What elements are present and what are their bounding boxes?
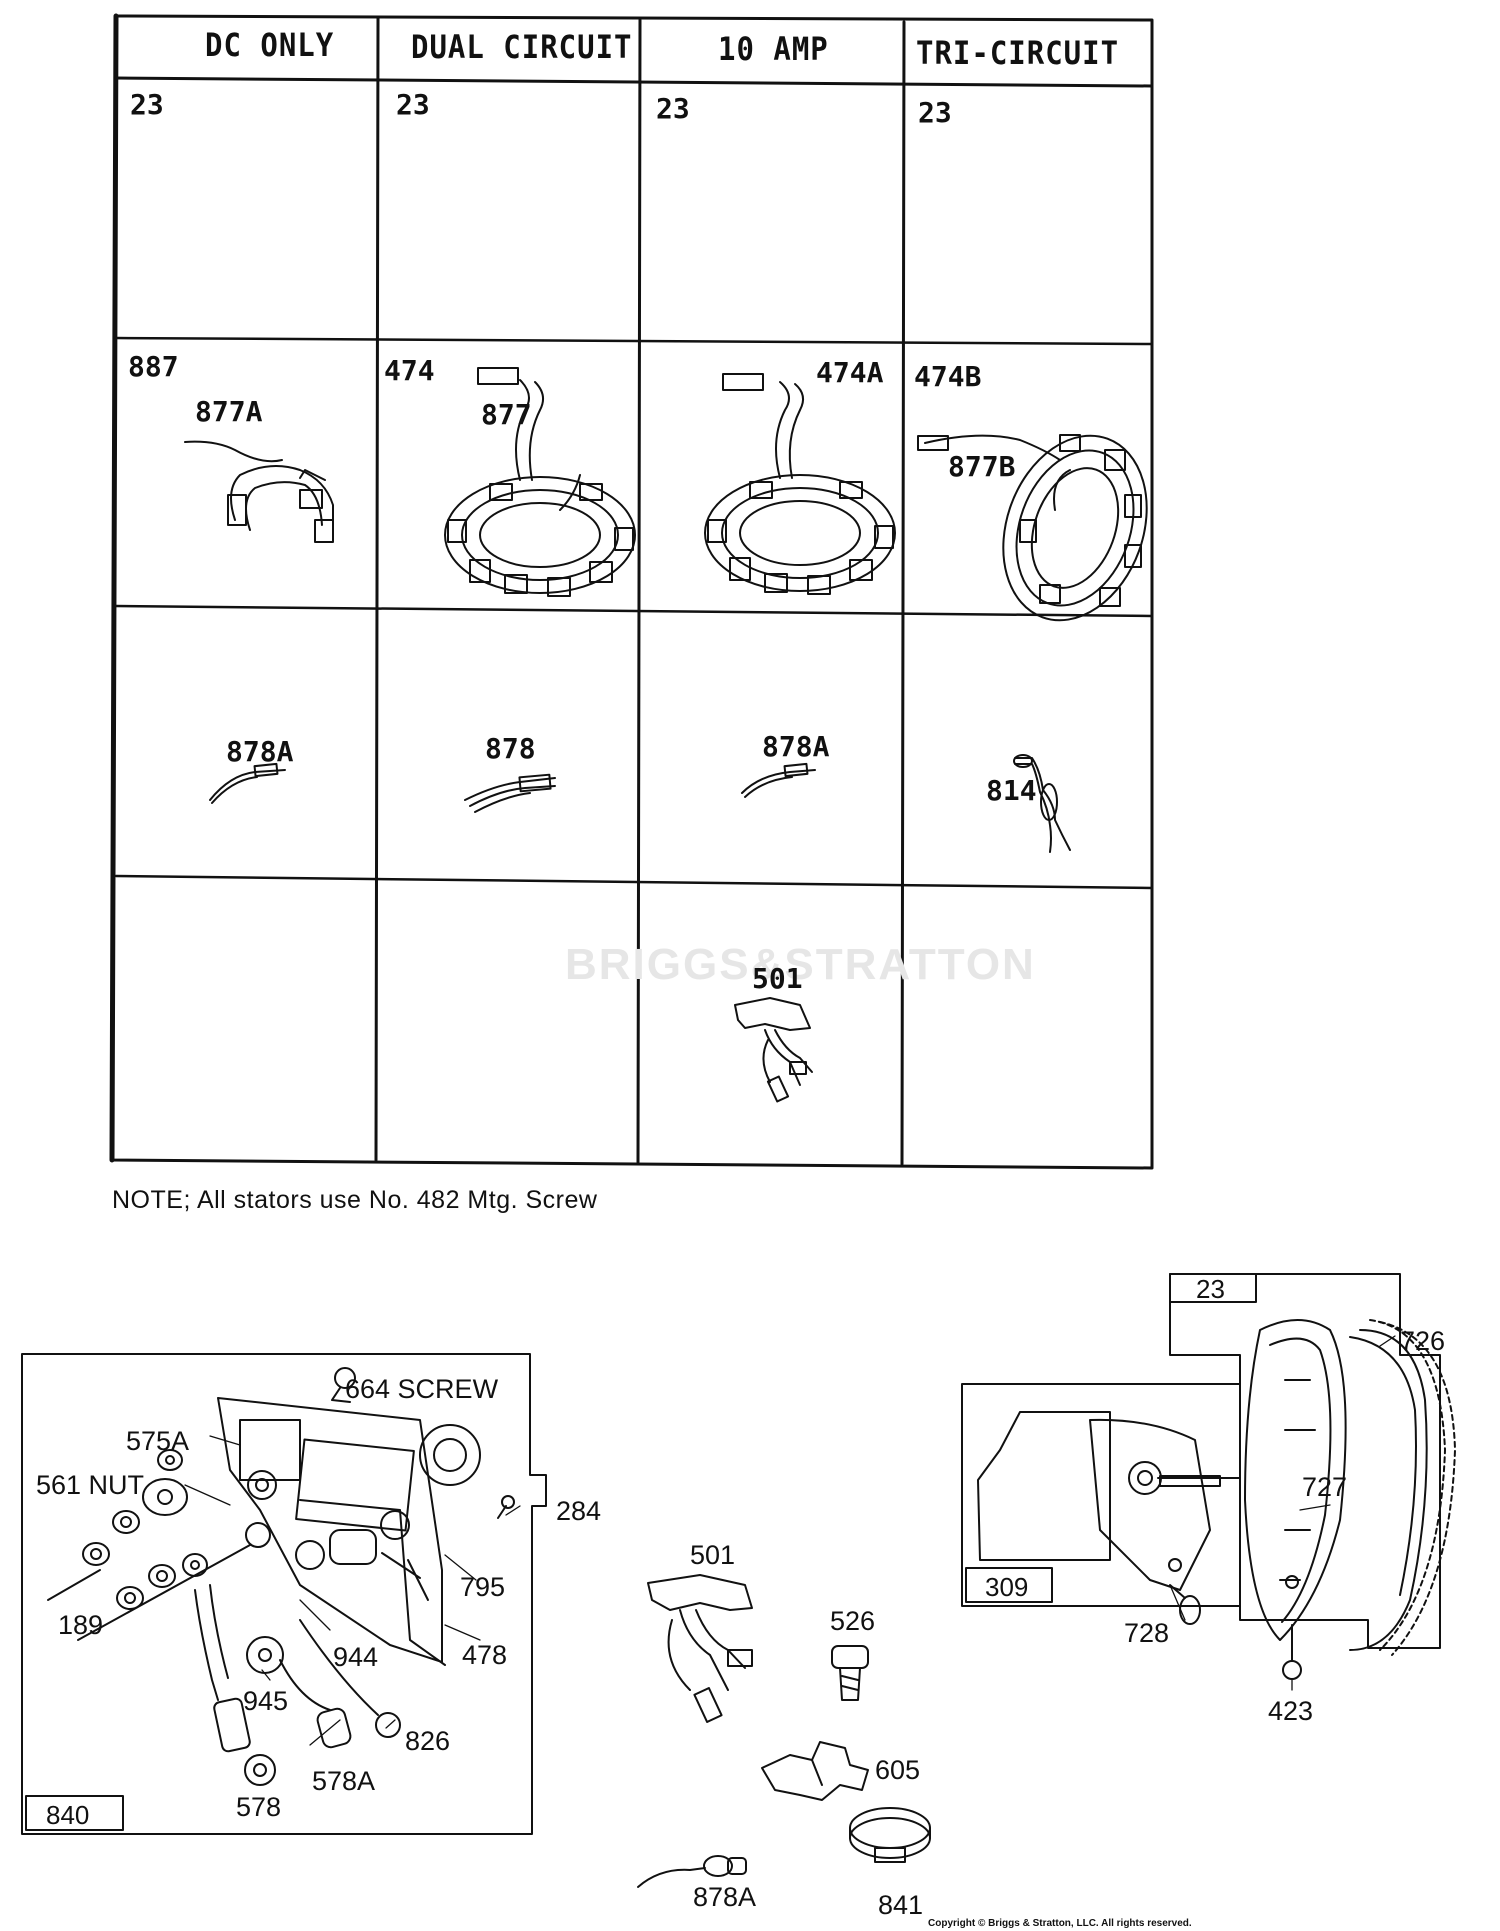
wire-814-icon [1013,754,1071,853]
label-664-screw: 664 SCREW [345,1374,499,1404]
control-panel-icon [217,1367,515,1666]
watermark-logo: BRIGGS&STRATTON [565,940,1036,989]
terminal-hardware-icon [47,1449,401,1786]
label-284: 284 [556,1496,602,1526]
label-878a-dc: 878A [226,735,294,768]
label-423: 423 [1268,1696,1314,1726]
bolt-423-icon [1282,1624,1302,1680]
cell-887: 887 [128,350,179,383]
label-726: 726 [1400,1326,1446,1356]
stator-474-icon [444,367,636,597]
label-877: 877 [481,398,532,431]
label-877a: 877A [195,395,263,428]
label-826: 826 [405,1726,451,1756]
regulator-501-part-icon [647,1574,753,1723]
wire-878a-dc-icon [209,762,286,804]
label-727: 727 [1302,1472,1348,1502]
box-label-309: 309 [985,1572,1029,1602]
label-841: 841 [878,1890,924,1920]
label-945: 945 [243,1686,289,1716]
header-dual-circuit: DUAL CIRCUIT [411,28,633,66]
label-526: 526 [830,1606,876,1636]
label-814: 814 [986,774,1037,807]
label-501: 501 [690,1540,736,1570]
engine-block-icon [977,1411,1241,1591]
label-578: 578 [236,1792,282,1822]
sensor-728-icon [1169,1584,1201,1625]
cell-tri-23: 23 [918,96,952,129]
wire-878-icon [464,773,556,813]
header-10-amp: 10 AMP [718,30,829,68]
label-878a-part: 878A [693,1882,757,1912]
label-728: 728 [1124,1618,1170,1648]
stator-474a-icon [704,373,896,595]
cell-474: 474 [384,354,435,387]
header-tri-circuit: TRI-CIRCUIT [916,34,1120,72]
label-578a: 578A [312,1766,376,1796]
label-878a-10amp: 878A [762,730,830,763]
stator-note: NOTE; All stators use No. 482 Mtg. Screw [112,1186,598,1214]
stator-474b-icon [917,434,1148,622]
connector-878a-icon [637,1855,747,1888]
label-795: 795 [460,1572,506,1602]
ring-gear-icon [1369,1319,1456,1656]
label-877b: 877B [948,450,1016,483]
box-label-840: 840 [46,1800,90,1830]
clamp-841-icon [849,1807,931,1863]
cell-474b: 474B [914,360,982,393]
wire-878a-10amp-icon [741,762,816,798]
copyright-notice: Copyright © Briggs & Stratton, LLC. All … [928,1918,1192,1929]
cell-dc-23: 23 [130,88,164,121]
header-dc-only: DC ONLY [205,26,335,64]
regulator-501-icon [734,997,813,1103]
flywheel-icon [1168,1319,1428,1651]
stator-887-icon [184,440,334,543]
cell-10amp-23: 23 [656,92,690,125]
label-474a: 474A [816,356,884,389]
label-478: 478 [462,1640,508,1670]
label-575a: 575A [126,1426,190,1456]
clip-605-icon [761,1741,869,1801]
box-label-23: 23 [1196,1274,1225,1304]
label-561-nut: 561 NUT [36,1470,145,1500]
label-605: 605 [875,1755,921,1785]
label-944: 944 [333,1642,379,1672]
label-878: 878 [485,732,536,765]
screw-526-icon [831,1645,869,1701]
cell-dual-23: 23 [396,88,430,121]
label-189: 189 [58,1610,104,1640]
label-501-table: 501 [752,962,803,995]
